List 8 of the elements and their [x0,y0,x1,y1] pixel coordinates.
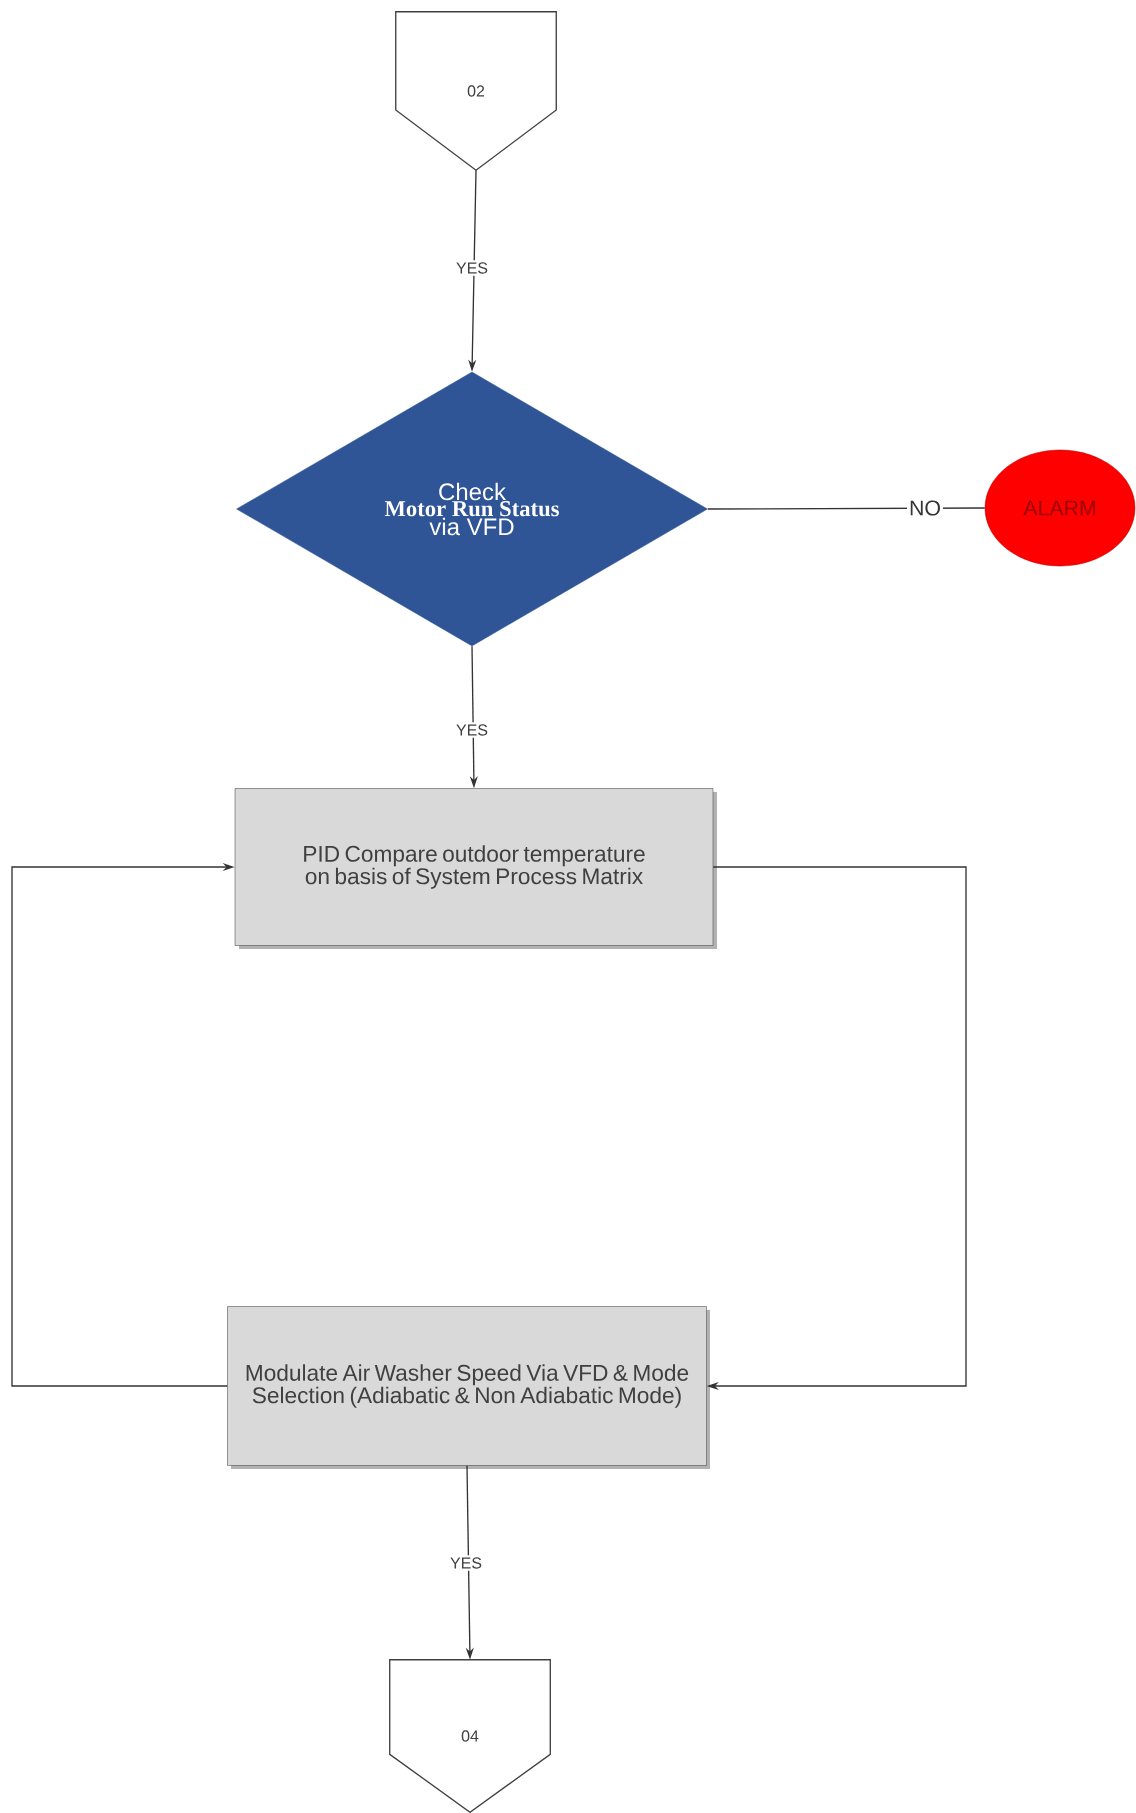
process-box: PID Compare outdoor temperature on basis of System Process Matrix [234,788,717,949]
edge-label: YES [454,260,490,276]
offpage-connector: 02 [395,11,557,172]
offpage-connector: 04 [389,1659,551,1813]
edge-label: NO [907,498,943,518]
edge-label: YES [454,722,490,738]
edge-label: YES [448,1555,484,1571]
process-box: Modulate Air Washer Speed Via VFD & Mode Selection (Adiabatic & Non Adiabatic Mode) [227,1306,710,1469]
